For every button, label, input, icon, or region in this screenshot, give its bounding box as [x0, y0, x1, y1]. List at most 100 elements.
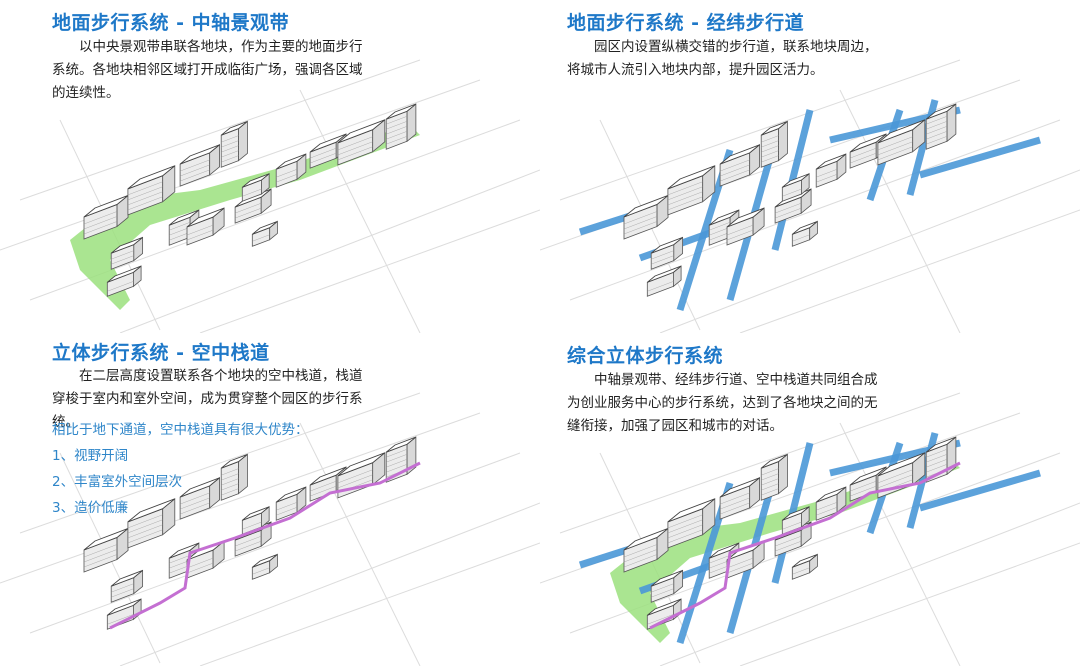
building-roof	[168, 209, 200, 226]
floor-line	[720, 492, 750, 505]
floor-line	[647, 614, 674, 625]
floor-line	[775, 536, 802, 547]
floor-line	[623, 221, 658, 235]
floor-line	[926, 121, 948, 130]
floor-line	[221, 483, 239, 491]
landscape-belt	[70, 125, 420, 310]
floor-line	[667, 196, 703, 211]
floor-line	[221, 488, 239, 496]
floor-line	[667, 514, 703, 529]
floor-line	[926, 131, 948, 140]
context-road	[119, 502, 540, 666]
skywalk-route	[649, 461, 961, 630]
floor-line	[235, 203, 262, 214]
floor-line	[647, 281, 674, 292]
floor-line	[816, 507, 838, 516]
floor-line	[761, 478, 779, 486]
floor-line	[816, 169, 838, 178]
floor-line	[726, 557, 754, 569]
floor-line	[180, 492, 210, 505]
floor-line	[127, 186, 163, 201]
floor-line	[386, 136, 408, 145]
floor-line	[107, 614, 134, 625]
building-roof	[309, 133, 347, 153]
floor-line	[235, 536, 262, 547]
floor-line	[775, 208, 802, 219]
floor-line	[667, 191, 703, 206]
building-roof	[925, 436, 957, 453]
floor-line	[180, 497, 210, 510]
floor-line	[726, 224, 754, 236]
building-roof	[127, 165, 176, 190]
floor-line	[127, 191, 163, 206]
massing-diagram	[540, 392, 1080, 666]
building-roof	[242, 173, 270, 188]
building-roof	[849, 466, 887, 486]
floor-line	[252, 234, 270, 242]
panel-title: 立体步行系统 - 空中栈道	[52, 342, 270, 364]
floor-line	[276, 169, 298, 178]
floor-line	[337, 141, 373, 156]
building-roof	[760, 120, 788, 136]
floor-line	[726, 562, 754, 574]
building-roof	[168, 542, 200, 559]
floor-line	[169, 555, 191, 564]
floor-line	[667, 519, 703, 534]
floor-line	[310, 153, 337, 164]
floor-line	[651, 255, 674, 265]
panel-integrated-system: 综合立体步行系统 中轴景观带、经纬步行道、空中栈道共同组合成为创业服务中心的步行…	[540, 333, 1080, 666]
floor-line	[252, 567, 270, 575]
floor-line	[877, 136, 913, 151]
building-roof	[815, 153, 847, 170]
floor-line	[111, 588, 134, 598]
floor-line	[782, 521, 802, 530]
panel-central-landscape-belt: 地面步行系统 - 中轴景观带 以中央景观带串联各地块，作为主要的地面步行系统。各…	[0, 0, 540, 333]
floor-line	[186, 557, 214, 569]
building-roof	[650, 236, 683, 254]
floor-line	[792, 234, 810, 242]
floor-line	[623, 216, 658, 230]
floor-line	[761, 140, 779, 148]
floor-line	[386, 126, 408, 135]
building-roof	[877, 452, 926, 477]
floor-line	[386, 454, 408, 463]
floor-line	[761, 150, 779, 158]
floor-line	[276, 507, 298, 516]
floor-line	[816, 502, 838, 511]
building-roof	[623, 195, 669, 218]
floor-line	[816, 174, 838, 183]
skywalk-route	[109, 461, 421, 630]
building-roof	[179, 477, 220, 498]
floor-line	[180, 502, 210, 515]
floor-line	[83, 221, 118, 235]
floor-line	[761, 483, 779, 491]
floor-line	[127, 181, 163, 196]
building-roof	[760, 453, 788, 469]
building-roof	[110, 236, 143, 254]
building-roof	[107, 265, 142, 283]
floor-line	[761, 473, 779, 481]
building-roof	[220, 453, 248, 469]
building-roof	[186, 207, 225, 228]
panel-grid-walkways: 地面步行系统 - 经纬步行道 园区内设置纵横交错的步行道，联系地块周边，将城市人…	[540, 0, 1080, 333]
floor-line	[111, 250, 134, 260]
building-roof	[242, 506, 270, 521]
floor-line	[850, 481, 877, 492]
floor-line	[761, 155, 779, 163]
floor-line	[709, 222, 731, 231]
floor-line	[83, 216, 118, 230]
building-roof	[650, 569, 683, 587]
building-roof	[179, 144, 220, 165]
floor-line	[337, 474, 373, 489]
context-road	[299, 89, 421, 333]
advantage-item: 2、丰富室外空间层次	[52, 474, 183, 490]
building-roof	[849, 133, 887, 153]
floor-line	[127, 196, 163, 211]
floor-line	[221, 155, 239, 163]
floor-line	[127, 519, 163, 534]
floor-line	[775, 203, 802, 214]
context-road	[569, 119, 1061, 301]
floor-line	[761, 145, 779, 153]
building-roof	[252, 220, 278, 235]
floor-line	[337, 136, 373, 151]
